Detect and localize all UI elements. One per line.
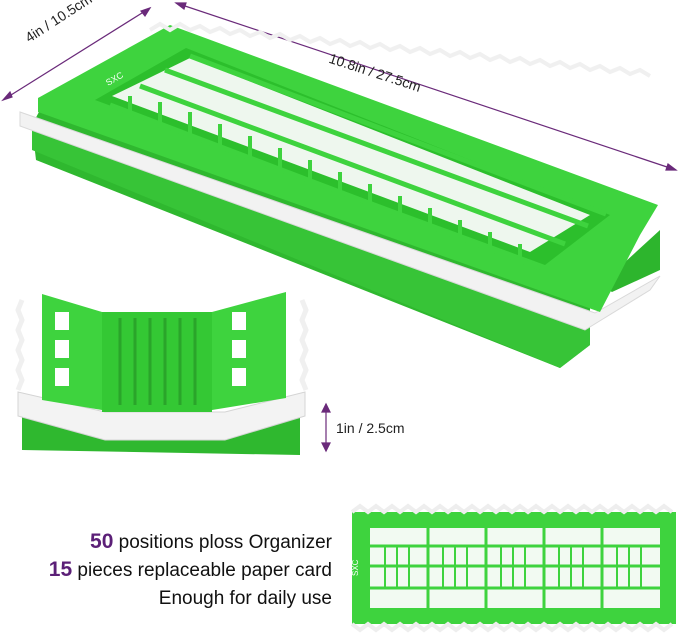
height-dimension-line — [321, 402, 331, 453]
caption-daily-use: Enough for daily use — [159, 588, 332, 610]
large-tray: SXC — [19, 21, 661, 368]
caption-positions-text: positions ploss Organizer — [113, 532, 332, 553]
caption-cards: 15 pieces replaceable paper card — [49, 558, 332, 582]
top-view-tray: SXC — [350, 503, 676, 633]
caption-daily-use-text: Enough for daily use — [158, 588, 332, 609]
caption-positions: 50 positions ploss Organizer — [90, 530, 332, 554]
side-tray — [15, 292, 309, 455]
caption-cards-number: 15 — [48, 558, 73, 581]
height-dimension-label: 1in / 2.5cm — [336, 420, 405, 436]
caption-positions-number: 50 — [90, 530, 114, 553]
width-dimension-line — [1, 6, 152, 102]
brand-logo-small: SXC — [351, 559, 360, 576]
caption-cards-text: pieces replaceable paper card — [72, 560, 332, 581]
